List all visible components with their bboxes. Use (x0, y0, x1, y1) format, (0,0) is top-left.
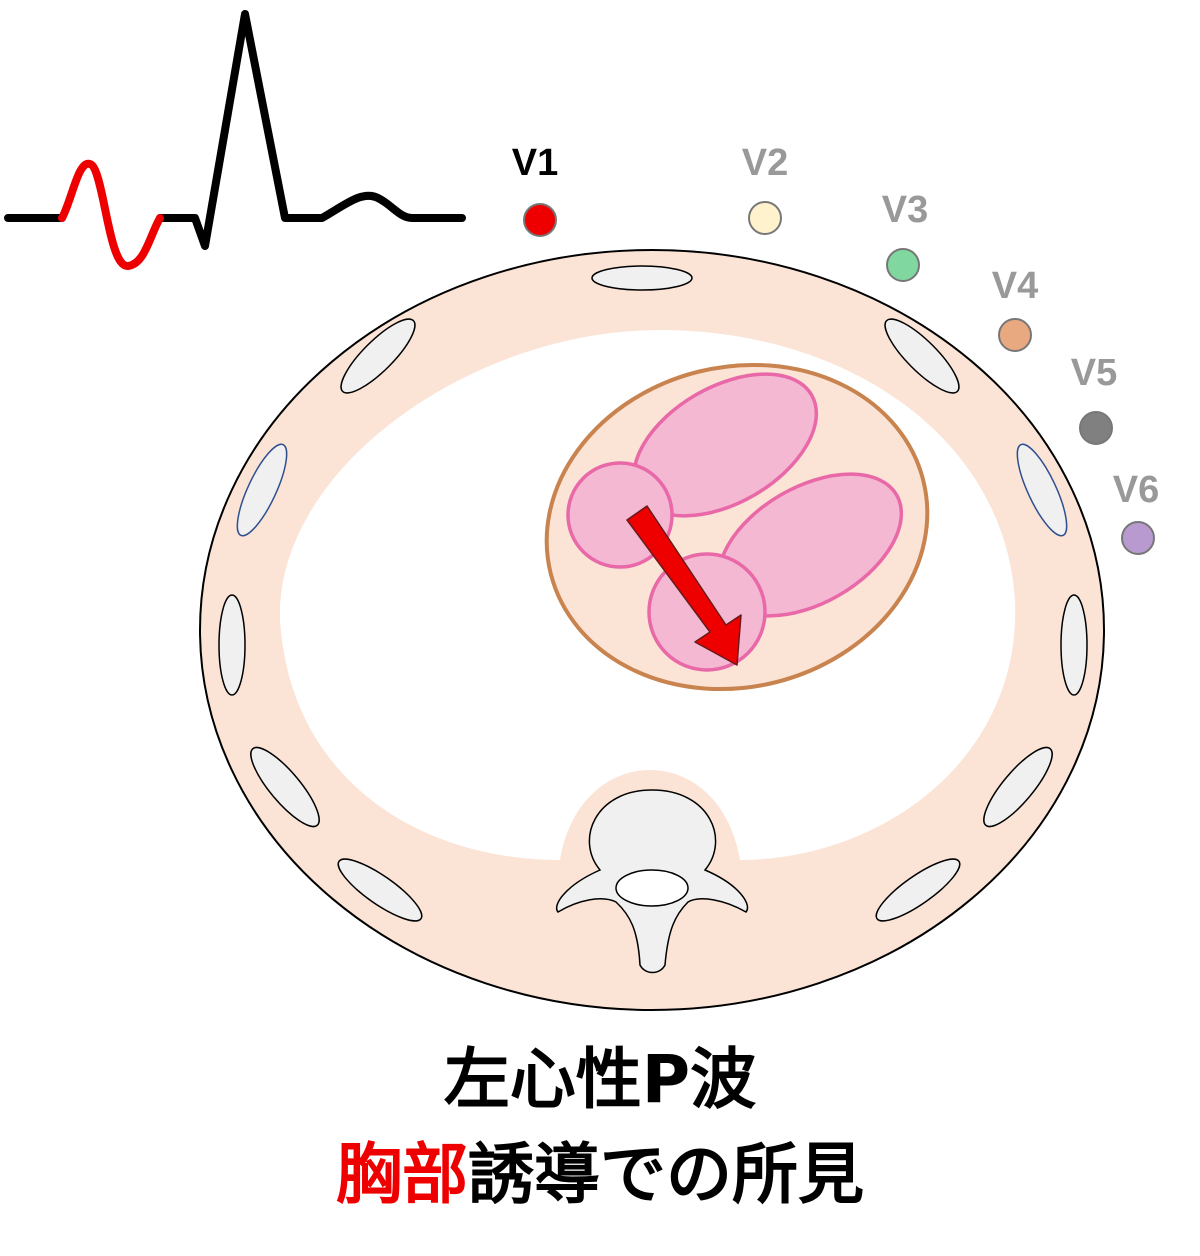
rib (337, 858, 423, 922)
ribs (218, 265, 1088, 922)
rib (1060, 594, 1088, 696)
electrode-v5 (1079, 411, 1113, 445)
rib (218, 594, 246, 696)
rib (250, 746, 320, 828)
electrode-v6 (1121, 521, 1155, 555)
p-wave-vector-arrow (626, 505, 742, 666)
caption-highlight: 胸部 (336, 1136, 468, 1213)
lead-label-v6: V6 (1113, 469, 1159, 511)
rib (340, 318, 416, 394)
rib (983, 746, 1053, 828)
lead-label-v2: V2 (742, 142, 788, 184)
p-wave-biphasic (58, 159, 164, 270)
electrode-v4 (998, 318, 1032, 352)
rib (884, 318, 960, 394)
lead-label-v3: V3 (882, 189, 928, 231)
electrode-v2 (748, 201, 782, 235)
caption-rest: 誘導での所見 (468, 1136, 864, 1213)
ecg-trace (4, 10, 466, 270)
caption-subtitle: 胸部誘導での所見 (0, 1132, 1200, 1218)
caption-title: 左心性P波 (443, 1041, 757, 1118)
rib (591, 265, 693, 291)
lead-label-v1: V1 (512, 142, 558, 184)
rib (236, 443, 288, 537)
electrode-v3 (886, 248, 920, 282)
electrode-v1 (523, 203, 557, 237)
lead-label-v4: V4 (992, 265, 1038, 307)
rib (875, 858, 961, 922)
lead-label-v5: V5 (1071, 352, 1117, 394)
ecg-baseline (4, 10, 466, 250)
spine-vertebra (555, 789, 749, 974)
rib (1016, 443, 1068, 537)
